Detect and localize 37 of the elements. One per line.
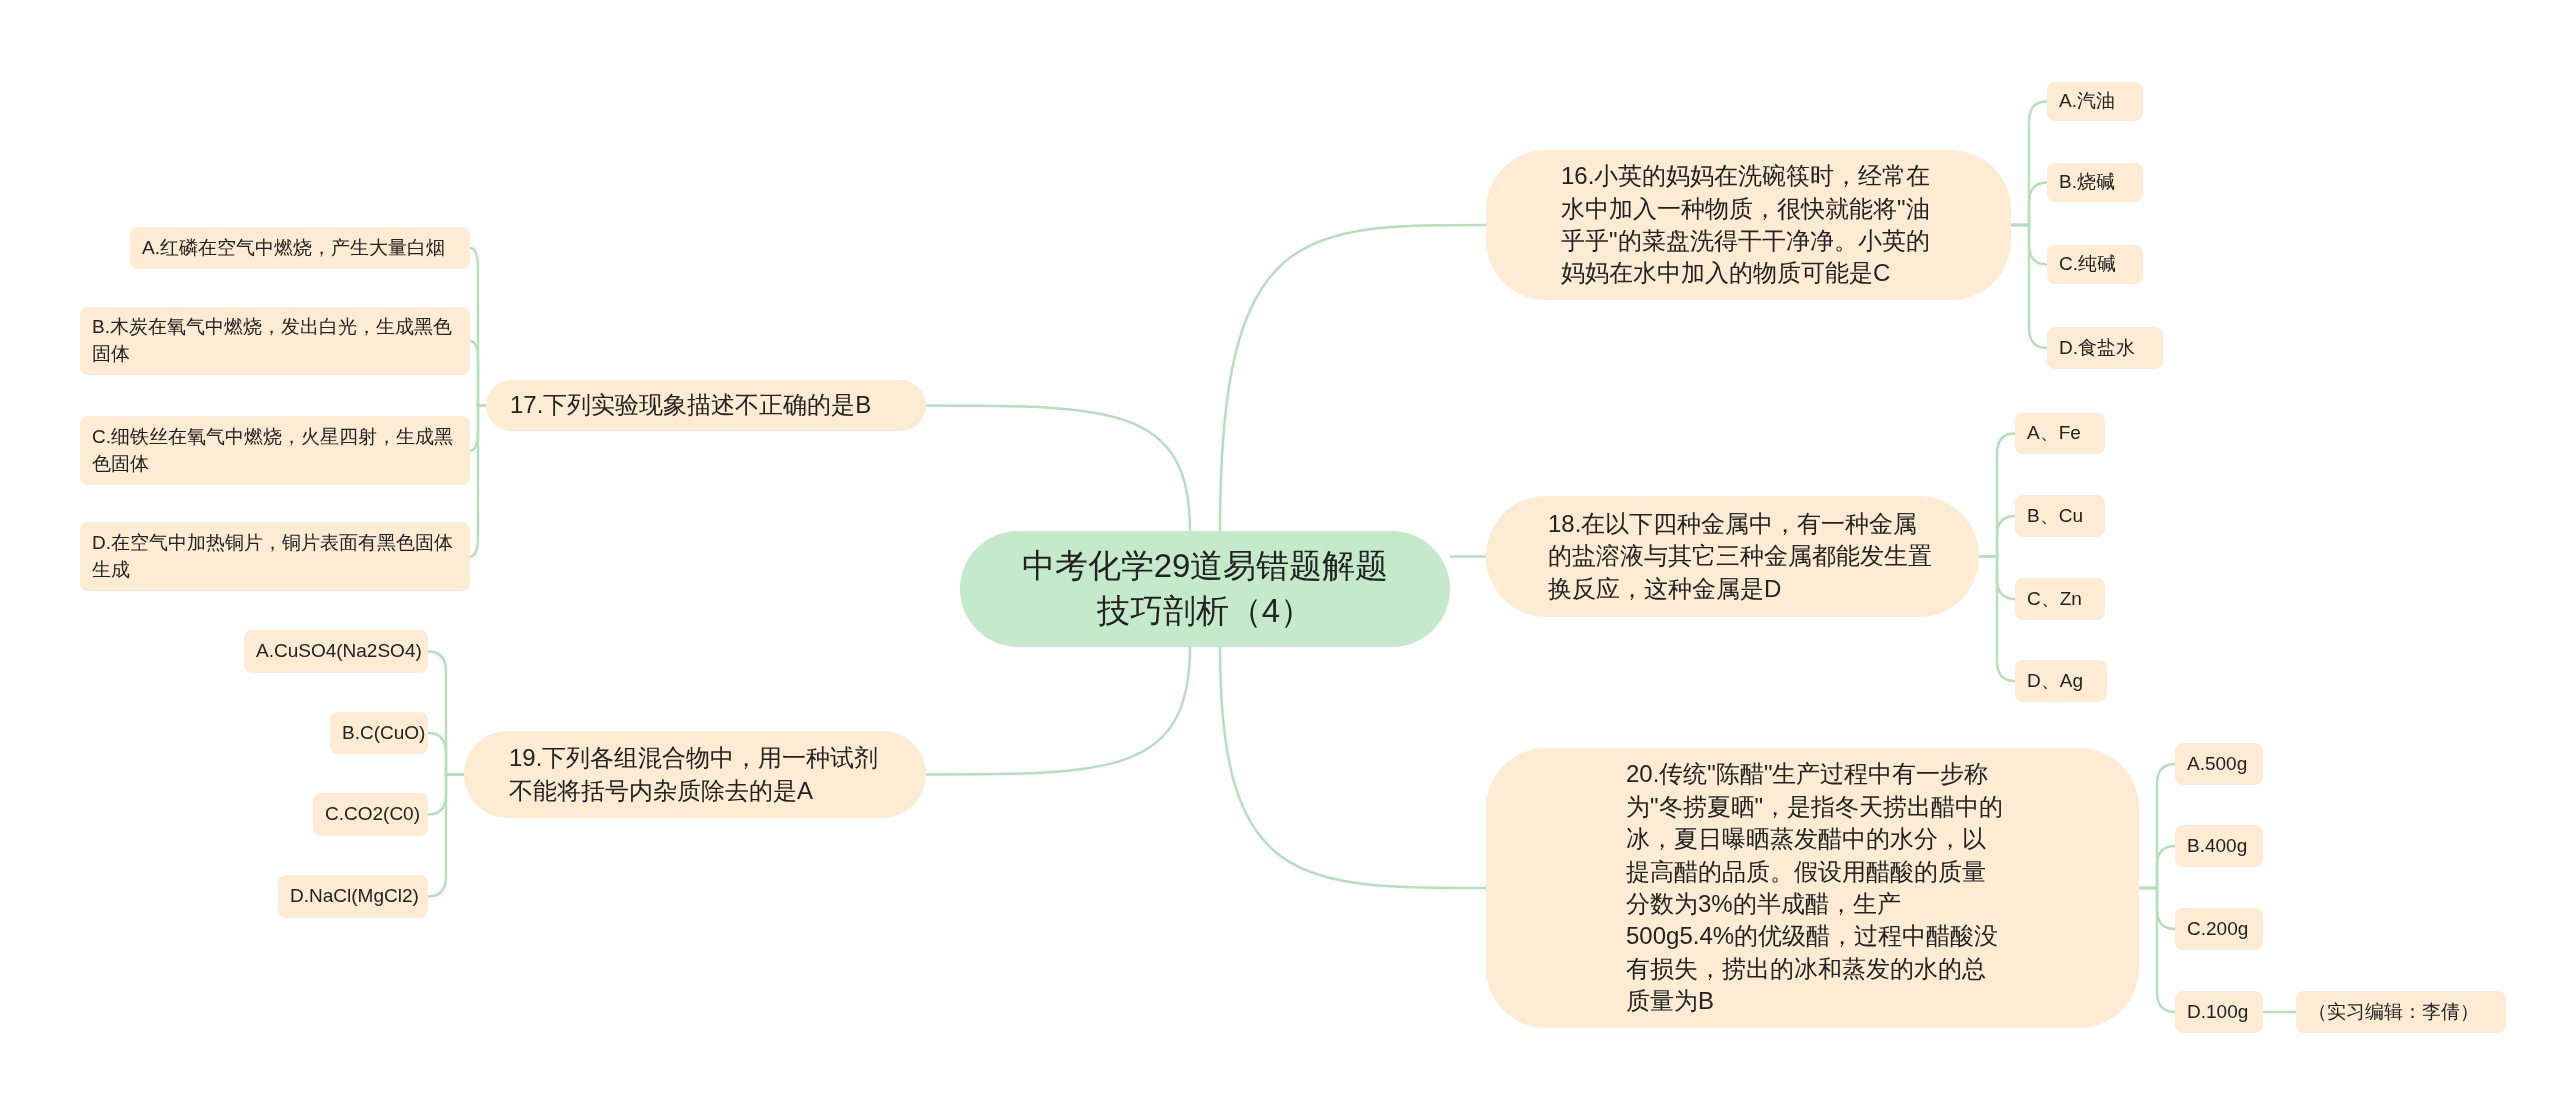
answer-option-box: C、Zn [2015, 578, 2105, 620]
answer-option-box: （实习编辑：李倩） [2296, 991, 2506, 1033]
answer-option-box: B.400g [2175, 825, 2263, 867]
connector-line [1450, 555, 1486, 558]
question-box: 19.下列各组混合物中，用一种试剂不能将括号内杂质除去的是A [464, 731, 926, 818]
question-box: 20.传统"陈醋"生产过程中有一步称为"冬捞夏晒"，是指冬天捞出醋中的冰，夏日曝晒蒸发醋中的水分，以提高醋的品质。假设用醋酸的质量分数为3%的半成醋，生产500g5.4%的优级醋，过程中醋酸没有损失，捞出的冰和蒸发的水的总质量为B [1486, 748, 2139, 1028]
connector-line [2011, 223, 2048, 350]
connector-line [1218, 223, 1486, 532]
connector-line [926, 404, 1192, 532]
answer-option-box: B.C(CuO) [330, 712, 428, 754]
answer-option-box: C.200g [2175, 908, 2263, 950]
answer-option-box: D.100g [2175, 991, 2263, 1033]
answer-option-box: A、Fe [2015, 413, 2105, 454]
answer-option-box: D.食盐水 [2047, 327, 2163, 369]
connector-line [926, 646, 1192, 776]
connector-line [1979, 555, 2016, 683]
answer-option-box: B.烧碱 [2047, 163, 2143, 202]
answer-option-box: B、Cu [2015, 495, 2105, 537]
answer-option-box: D.NaCl(MgCl2) [278, 875, 428, 918]
central-topic-box: 中考化学29道易错题解题技巧剖析（4） [960, 531, 1450, 647]
answer-option-box: A.500g [2175, 743, 2263, 785]
question-box: 17.下列实验现象描述不正确的是B [486, 380, 926, 431]
answer-option-box: C.细铁丝在氧气中燃烧，火星四射，生成黑色固体 [80, 416, 470, 485]
answer-option-box: A.汽油 [2047, 82, 2143, 121]
answer-option-box: D.在空气中加热铜片，铜片表面有黑色固体生成 [80, 522, 470, 591]
answer-option-box: C.CO2(C0) [313, 793, 428, 836]
connector-line [2139, 886, 2176, 1014]
answer-option-box: C.纯碱 [2047, 245, 2143, 284]
question-box: 16.小英的妈妈在洗碗筷时，经常在水中加入一种物质，很快就能将"油乎乎"的菜盘洗得干干净净。小英的妈妈在水中加入的物质可能是C [1486, 150, 2011, 300]
connector-line [2263, 1010, 2296, 1014]
connector-line [427, 773, 464, 898]
answer-option-box: A.CuSO4(Na2SO4) [244, 630, 428, 673]
answer-option-box: B.木炭在氧气中燃烧，发出白光，生成黑色固体 [80, 307, 470, 375]
question-box: 18.在以下四种金属中，有一种金属的盐溶液与其它三种金属都能发生置换反应，这种金属是D [1486, 496, 1979, 617]
answer-option-box: A.红磷在空气中燃烧，产生大量白烟 [130, 227, 470, 269]
answer-option-box: D、Ag [2015, 660, 2107, 702]
connector-line [1218, 646, 1486, 890]
